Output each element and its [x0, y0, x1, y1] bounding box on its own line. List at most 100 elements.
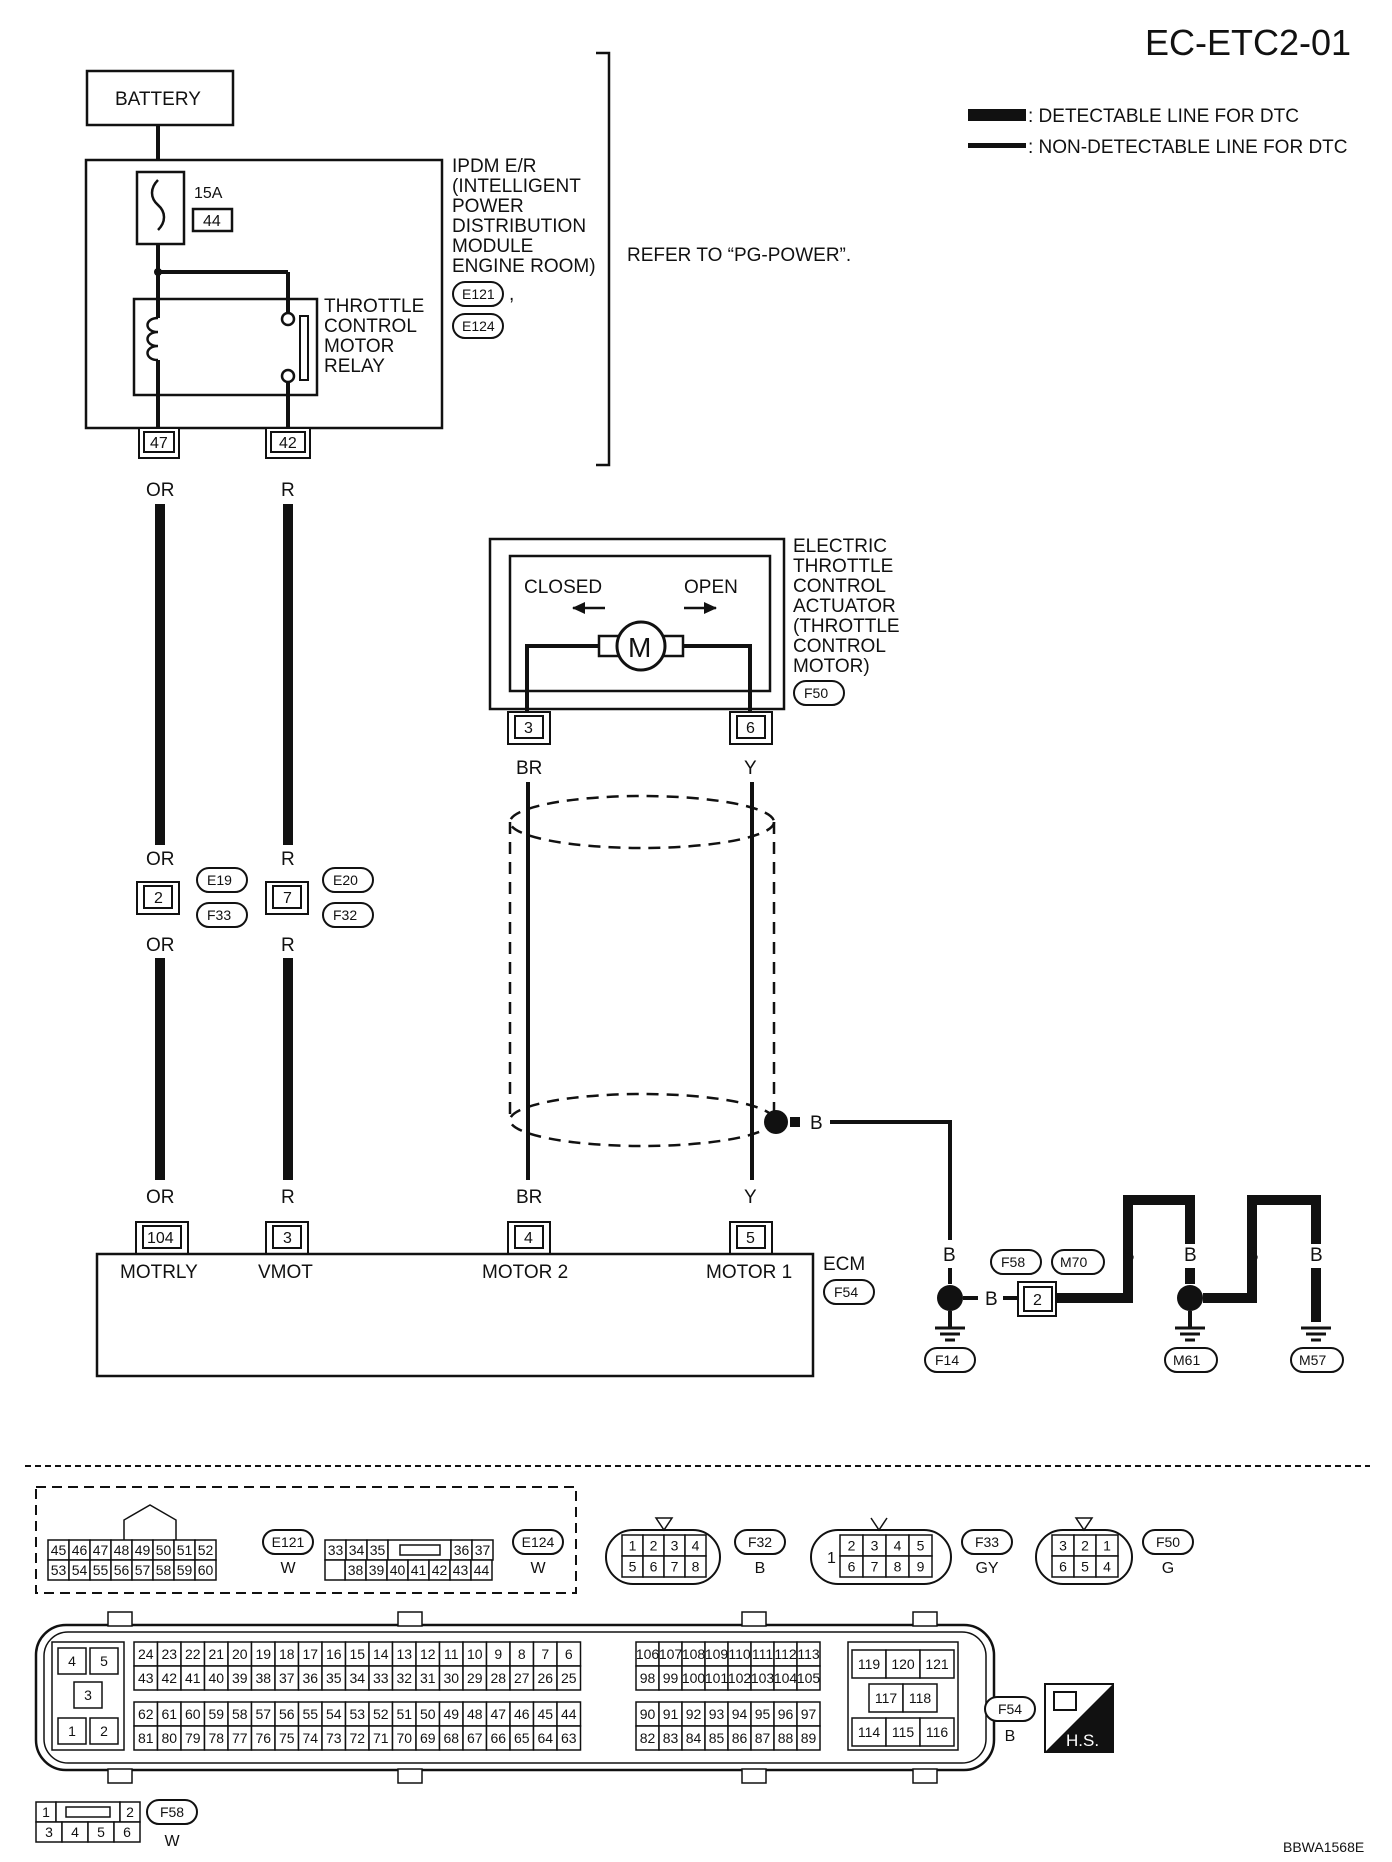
- f54-pin-28-label: 28: [490, 1670, 506, 1686]
- f54-pin-117-cell: [868, 1683, 904, 1713]
- joint-conn-e19-badge: [196, 867, 248, 893]
- f54-pin-25-cell: [556, 1665, 582, 1691]
- e121-pin-57-label: 57: [135, 1562, 151, 1578]
- legend: : DETECTABLE LINE FOR DTC : NON-DETECTAB…: [968, 106, 1348, 158]
- connector-view-f33-name: F33: [975, 1534, 999, 1550]
- f54-pin-90-label: 90: [640, 1706, 656, 1722]
- joint-conn-f33: F33: [207, 907, 231, 923]
- f50-pin-6-label: 6: [1059, 1559, 1067, 1575]
- f50-pin-4-cell: [1095, 1555, 1119, 1578]
- f58-pin-6-cell: [113, 1821, 141, 1843]
- e121-pin-45-label: 45: [51, 1542, 67, 1558]
- f54-pin-37-label: 37: [279, 1670, 295, 1686]
- ecm-pin-5-box: [736, 1225, 766, 1249]
- joint-conn-f33-badge: [196, 902, 248, 928]
- battery-label: BATTERY: [115, 89, 201, 110]
- f54-pin-25-label: 25: [561, 1670, 577, 1686]
- f54-pin-1-cell: [57, 1717, 87, 1745]
- actuator-label-line-5: (THROTTLE: [793, 616, 900, 637]
- legend-detectable-swatch: [968, 109, 1026, 121]
- f33-pin-7-label: 7: [871, 1559, 879, 1575]
- f54-pin-65-label: 65: [514, 1730, 530, 1746]
- f54-key-top-1: [397, 1611, 423, 1627]
- e124-pin-44-cell: [470, 1559, 493, 1581]
- f32-pin-8-label: 8: [692, 1559, 700, 1575]
- ground-junction-m61-dot: [1177, 1285, 1203, 1311]
- joint-pin-2-box: [143, 885, 173, 909]
- e124-pin-40-label: 40: [390, 1562, 406, 1578]
- wire-color-r-bottom: R: [281, 1187, 295, 1208]
- f54-pin-72-label: 72: [349, 1730, 365, 1746]
- actuator-pin-3-box: [514, 715, 544, 739]
- f54-key-top-2: [741, 1611, 767, 1627]
- f54-pin-30-label: 30: [443, 1670, 459, 1686]
- f54-housing-inner: [43, 1631, 987, 1764]
- ecm-pin-3: 3: [283, 1230, 292, 1247]
- f54-pin-45-label: 45: [537, 1706, 553, 1722]
- connector-view-f58-name: F58: [160, 1804, 184, 1820]
- f54-pin-81-label: 81: [138, 1730, 154, 1746]
- f58-pin-3-label: 3: [45, 1824, 53, 1840]
- ecm-pin-104-box: [142, 1225, 182, 1249]
- wire-color-br-top: BR: [516, 758, 542, 779]
- ipdm-pin-47: 47: [150, 435, 168, 452]
- f33-pin-5-label: 5: [917, 1538, 925, 1554]
- f54-pin-100-label: 100: [682, 1670, 706, 1686]
- f54-key-bottom-1: [397, 1768, 423, 1784]
- wire-color-or-mid-bottom: OR: [146, 935, 175, 956]
- connector-view-f33-badge: [961, 1529, 1013, 1555]
- f54-pin-10-label: 10: [467, 1646, 483, 1662]
- actuator-label-line-2: THROTTLE: [793, 556, 893, 577]
- connector-view-e121-color: W: [280, 1560, 296, 1577]
- e121-pin-49-label: 49: [135, 1542, 151, 1558]
- f54-pin-77-label: 77: [232, 1730, 248, 1746]
- f54-pin-1-label: 1: [68, 1723, 76, 1739]
- f54-pin-19-label: 19: [255, 1646, 271, 1662]
- joint-conn-f32: F32: [333, 907, 357, 923]
- ground-m61: M61: [1173, 1352, 1200, 1368]
- joint-conn-e20-badge: [322, 867, 374, 893]
- e124-pin-42-label: 42: [432, 1562, 448, 1578]
- f54-pin-43-label: 43: [138, 1670, 154, 1686]
- f54-pin-89-label: 89: [801, 1730, 817, 1746]
- f54-pin-76-label: 76: [255, 1730, 271, 1746]
- f54-pin-4-cell: [57, 1647, 87, 1675]
- f54-pin-66-label: 66: [490, 1730, 506, 1746]
- ecm-pin-104: 104: [147, 1230, 174, 1247]
- f50-pin-3-label: 3: [1059, 1538, 1067, 1554]
- connector-view-e121-badge: [262, 1529, 314, 1555]
- f32-pin-5-label: 5: [629, 1559, 637, 1575]
- wire-color-y-top: Y: [744, 758, 757, 779]
- f54-pin-4-label: 4: [68, 1653, 76, 1669]
- f54-key-bottom-2: [741, 1768, 767, 1784]
- f54-pin-46-label: 46: [514, 1706, 530, 1722]
- actuator-connector: F50: [804, 685, 828, 701]
- ground-joint-pin-box: [1023, 1286, 1053, 1312]
- wire-color-y-bottom: Y: [744, 1187, 757, 1208]
- shield-ground-dot: [764, 1110, 788, 1134]
- f58-latch-icon: [65, 1806, 111, 1818]
- f54-pin-33-label: 33: [373, 1670, 389, 1686]
- e121-pin-46-label: 46: [72, 1542, 88, 1558]
- f54-pin-58-label: 58: [232, 1706, 248, 1722]
- actuator-label-line-1: ELECTRIC: [793, 536, 887, 557]
- e124-pin-35-label: 35: [370, 1542, 386, 1558]
- hs-badge-triangle: [1045, 1684, 1113, 1752]
- f54-pin-80-label: 80: [161, 1730, 177, 1746]
- page-id: EC-ETC2-01: [1145, 22, 1351, 63]
- hs-label: H.S.: [1066, 1731, 1099, 1750]
- e124-pin-39-label: 39: [369, 1562, 385, 1578]
- f54-pin-114-label: 114: [858, 1724, 881, 1740]
- f54-pin-120-cell: [885, 1649, 921, 1679]
- ecm-terminal-motor1: MOTOR 1: [706, 1262, 792, 1283]
- wire-color-r-mid-bottom: R: [281, 935, 295, 956]
- wire-color-or-mid-top: OR: [146, 849, 175, 870]
- f54-pin-95-label: 95: [755, 1706, 771, 1722]
- f54-pin-21-label: 21: [208, 1646, 224, 1662]
- f33-pin-6-label: 6: [848, 1559, 856, 1575]
- e121-pin-52-label: 52: [198, 1542, 214, 1558]
- f32-pin-1-label: 1: [629, 1538, 637, 1554]
- fuse-icon: [150, 179, 166, 231]
- connector-view-f50-name: F50: [1156, 1534, 1180, 1550]
- ipdm-pin-42-box: [270, 431, 306, 453]
